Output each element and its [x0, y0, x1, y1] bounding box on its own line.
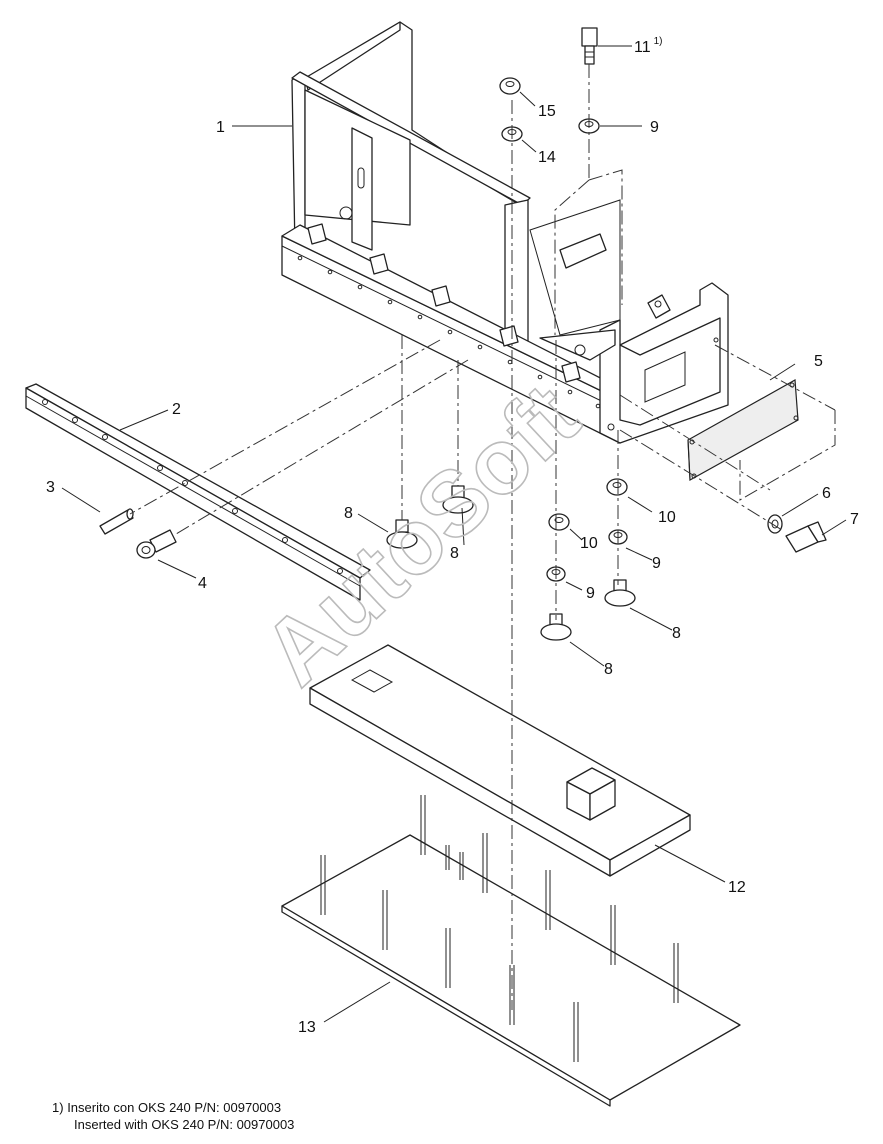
- part-12-block-plate: [309, 644, 691, 877]
- part-4-socket-screw: [136, 529, 177, 559]
- callout-9-a: 9: [650, 119, 659, 136]
- callout-13: 13: [298, 1019, 316, 1036]
- part-3-pin: [99, 508, 134, 535]
- part-1-frame: [281, 21, 729, 444]
- part-8-foot-c: [604, 579, 636, 607]
- part-11-bolt: [581, 27, 598, 65]
- callout-10-a: 10: [658, 509, 676, 526]
- callout-9-b: 9: [652, 555, 661, 572]
- callout-15: 15: [538, 103, 556, 120]
- callout-1: 1: [216, 119, 225, 136]
- footnote-line-2: Inserted with OKS 240 P/N: 00970003: [74, 1117, 295, 1132]
- part-2-strip: [25, 383, 371, 601]
- callout-5: 5: [814, 353, 823, 370]
- callout-10-b: 10: [580, 535, 598, 552]
- part-13-stud-plate: [281, 795, 741, 1107]
- part-8-foot-d: [540, 613, 572, 641]
- part-7-hex-bolt: [785, 521, 827, 553]
- footnote-marker: 1): [52, 1100, 64, 1115]
- callout-7: 7: [850, 511, 859, 528]
- callout-3: 3: [46, 479, 55, 496]
- callout-8-c: 8: [672, 625, 681, 642]
- footnote-line-1: Inserito con OKS 240 P/N: 00970003: [67, 1100, 282, 1115]
- assembly-centerlines: [129, 64, 836, 1010]
- callout-12: 12: [728, 879, 746, 896]
- callout-9-c: 9: [586, 585, 595, 602]
- callout-8-d: 8: [604, 661, 613, 678]
- part-8-foot-b: [442, 485, 474, 514]
- callout-4: 4: [198, 575, 207, 592]
- part-15-nut: [499, 77, 521, 95]
- callout-8-b: 8: [450, 545, 459, 562]
- part-10-nut-right: [606, 478, 628, 496]
- footnote-italian: 1) Inserito con OKS 240 P/N: 00970003: [52, 1100, 281, 1115]
- part-6-washer: [767, 514, 783, 534]
- callout-6: 6: [822, 485, 831, 502]
- footnote-english: Inserted with OKS 240 P/N: 00970003: [74, 1117, 294, 1132]
- callout-2: 2: [172, 401, 181, 418]
- leader-lines: [61, 45, 847, 1023]
- part-10-nut-left: [548, 513, 570, 531]
- callout-14: 14: [538, 149, 556, 166]
- callout-8-a: 8: [344, 505, 353, 522]
